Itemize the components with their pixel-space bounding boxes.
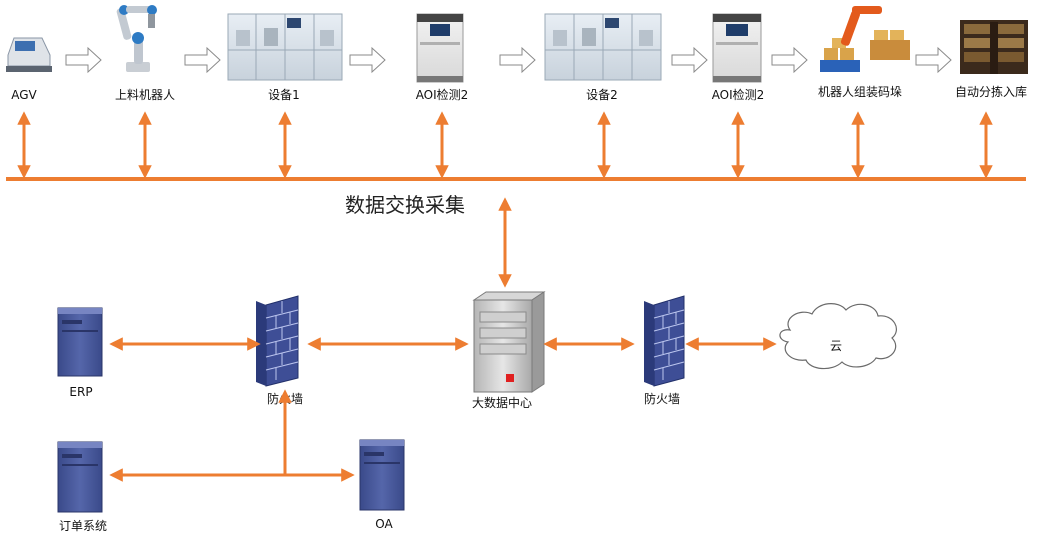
oa-server-icon xyxy=(359,439,405,511)
bus-connector xyxy=(17,111,993,179)
station-label: 机器人组装码垛 xyxy=(818,84,902,99)
erp-label: ERP xyxy=(69,385,92,399)
bigdata-server-icon xyxy=(472,291,546,393)
warehouse-icon xyxy=(960,20,1028,74)
bus-label: 数据交换采集 xyxy=(345,193,465,217)
oa-label: OA xyxy=(375,517,393,531)
flow-arrow xyxy=(65,46,952,74)
station-label: AOI检测2 xyxy=(416,87,469,102)
aoi-inspection-icon xyxy=(712,13,762,83)
firewall-label: 防火墙 xyxy=(644,391,680,406)
firewall-icon xyxy=(256,295,299,387)
network-link xyxy=(109,337,777,482)
agv-cart-icon xyxy=(6,37,52,72)
station-label: AOI检测2 xyxy=(712,87,765,102)
erp-server-icon xyxy=(57,307,103,377)
cloud-label: 云 xyxy=(830,339,842,353)
machine-icon xyxy=(227,13,343,81)
machine-icon xyxy=(544,13,662,81)
station-label: 设备2 xyxy=(586,88,618,102)
cloud-icon xyxy=(779,303,897,370)
station-label: 自动分拣入库 xyxy=(955,84,1027,99)
aoi-inspection-icon xyxy=(416,13,464,83)
order-system-label: 订单系统 xyxy=(59,519,107,533)
station-label: 上料机器人 xyxy=(115,88,175,102)
station-label: AGV xyxy=(11,88,37,102)
order-server-icon xyxy=(57,441,103,513)
bigdata-label: 大数据中心 xyxy=(472,395,532,410)
robot-arm-icon xyxy=(116,5,157,72)
station-label: 设备1 xyxy=(268,88,300,102)
palletizing-robot-icon xyxy=(820,6,910,72)
firewall-icon xyxy=(644,295,685,387)
